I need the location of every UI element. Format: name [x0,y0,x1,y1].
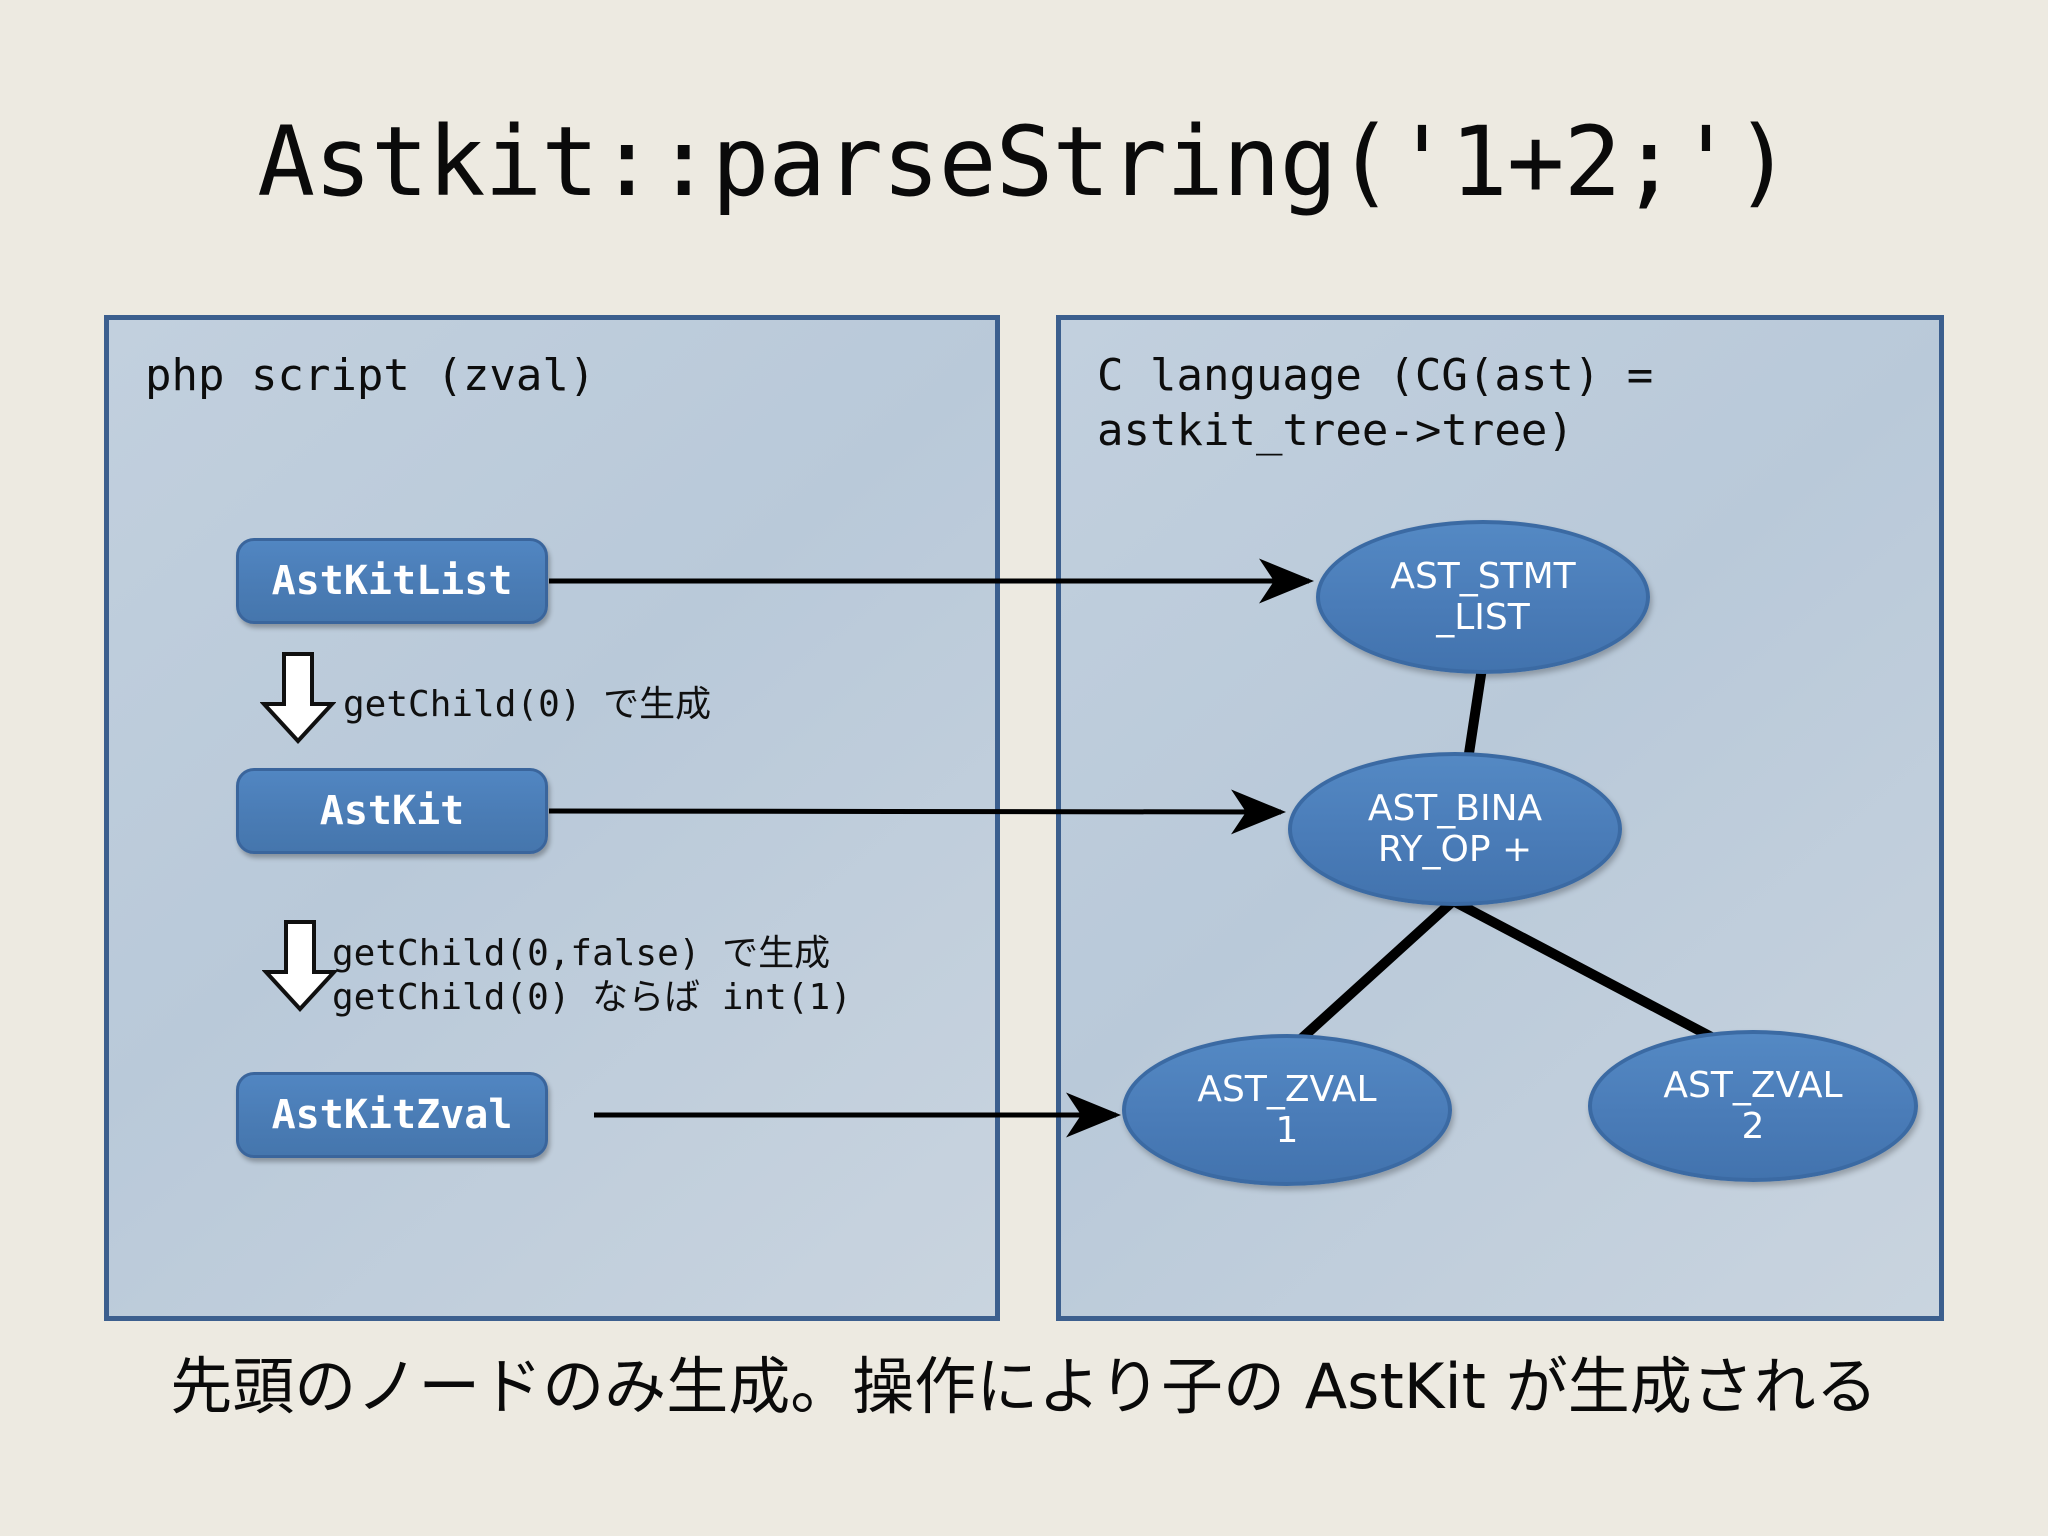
annotation-getchild0: getChild(0) で生成 [343,684,712,725]
php-box-astkit[interactable]: AstKit [236,768,548,854]
down-block-arrow-icon [260,652,336,744]
ast-node-binary-op[interactable]: AST_BINA RY_OP + [1288,752,1622,906]
ast-node-stmt-list[interactable]: AST_STMT _LIST [1316,520,1650,674]
ast-node-zval-1-label: AST_ZVAL 1 [1197,1068,1377,1151]
ast-node-zval-1[interactable]: AST_ZVAL 1 [1122,1034,1452,1186]
down-block-arrow-icon [262,920,338,1012]
ast-node-zval-2-label: AST_ZVAL 2 [1663,1064,1843,1147]
php-box-astkitzval[interactable]: AstKitZval [236,1072,548,1158]
php-box-astkitzval-label: AstKitZval [271,1092,513,1138]
ast-node-stmt-list-label: AST_STMT _LIST [1390,555,1576,638]
slide-caption: 先頭のノードのみ生成。操作により子の AstKit が生成される [170,1350,1878,1423]
page-title: Astkit::parseString('1+2;') [257,106,1792,218]
ast-node-binary-op-label: AST_BINA RY_OP + [1367,787,1543,870]
php-box-astkit-label: AstKit [319,788,465,834]
php-box-astkitlist[interactable]: AstKitList [236,538,548,624]
php-box-astkitlist-label: AstKitList [271,558,513,604]
ast-node-zval-2[interactable]: AST_ZVAL 2 [1588,1030,1918,1182]
annotation-getchild0false: getChild(0,false) で生成 getChild(0) ならば in… [332,933,852,1018]
panel-right-header: C language (CG(ast) = astkit_tree->tree) [1097,350,1654,456]
panel-left-header: php script (zval) [145,350,596,401]
